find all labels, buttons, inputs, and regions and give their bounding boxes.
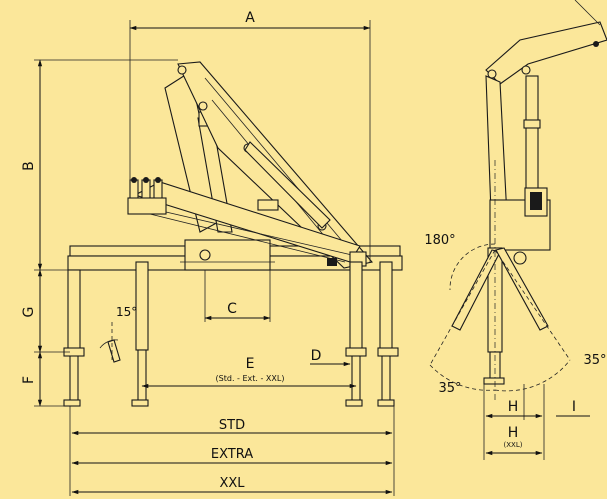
label-h: H [508, 399, 519, 415]
front-view-crane [429, 0, 607, 400]
base-pin [199, 249, 211, 261]
label-f: F [21, 376, 37, 384]
label-angle-180: 180° [424, 233, 455, 248]
label-b: B [21, 161, 37, 171]
extension-boom [133, 181, 361, 263]
side-view-dimensions [34, 20, 395, 496]
front-leg-tilted-right [495, 247, 549, 331]
label-i: I [572, 399, 576, 415]
front-view-dimensions [483, 384, 590, 460]
label-e: E [246, 356, 255, 372]
label-xxl: XXL [219, 476, 245, 491]
label-c: C [227, 301, 237, 317]
label-h-xxl-sub: (XXL) [504, 441, 523, 449]
boom-block [257, 199, 279, 211]
boom-cylinder [244, 141, 331, 229]
label-std: STD [219, 418, 245, 433]
label-extra: EXTRA [211, 447, 253, 462]
control-valves [127, 177, 167, 215]
front-cylinder [525, 75, 539, 207]
label-angle-15: 15° [116, 305, 137, 319]
label-h-xxl: H [508, 425, 519, 441]
column-base [184, 239, 271, 271]
label-a: A [245, 10, 255, 26]
label-angle-35-left: 35° [438, 381, 461, 396]
side-view-crane [63, 61, 403, 407]
outrigger-legs [63, 261, 399, 407]
front-boom [485, 21, 607, 85]
label-d: D [311, 348, 322, 364]
label-g: G [21, 307, 37, 318]
label-angle-35-right: 35° [583, 353, 606, 368]
label-e-sub: (Std. - Ext. - XXL) [216, 374, 285, 383]
